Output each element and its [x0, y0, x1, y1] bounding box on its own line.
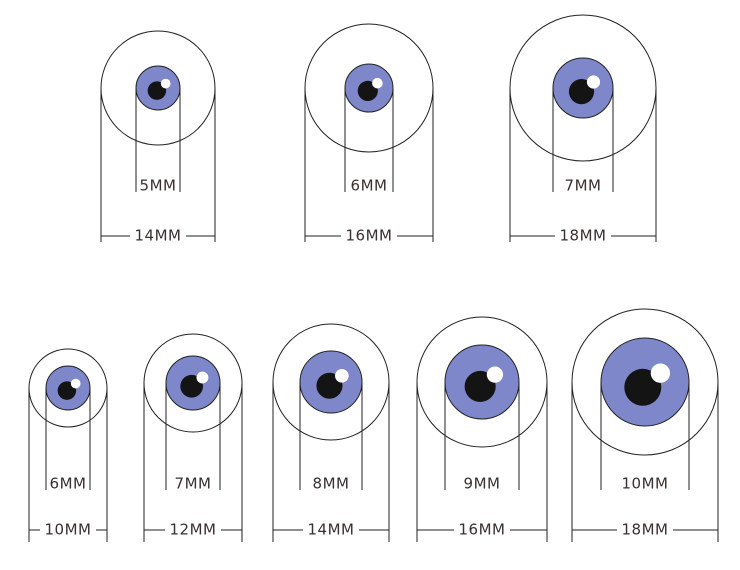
eye-figure: 5MM 14MM [100, 30, 216, 245]
eye-figure: 6MM 10MM [28, 348, 108, 542]
total-size-label: 14MM [135, 227, 182, 245]
total-size-label: 16MM [346, 227, 393, 245]
iris-size-label: 8MM [313, 475, 350, 493]
highlight-circle [335, 368, 349, 383]
total-size-label: 18MM [560, 227, 607, 245]
iris-size-label: 7MM [175, 475, 212, 493]
iris-size-label: 5MM [140, 177, 177, 195]
total-size-label: 16MM [459, 521, 506, 539]
highlight-circle [486, 366, 504, 383]
eye-figure: 6MM 16MM [304, 23, 434, 245]
highlight-circle [160, 78, 171, 89]
eye-figure: 8MM 14MM [272, 323, 390, 542]
eye-figure: 7MM 18MM [509, 14, 657, 245]
total-size-label: 10MM [45, 521, 92, 539]
highlight-circle [372, 77, 383, 89]
highlight-circle [586, 75, 601, 89]
eye-figure: 7MM 12MM [143, 333, 243, 542]
iris-size-label: 9MM [464, 475, 501, 493]
iris-size-label: 10MM [622, 475, 669, 493]
total-size-label: 12MM [170, 521, 217, 539]
iris-size-label: 7MM [565, 177, 602, 195]
eye-figure: 10MM 18MM [571, 308, 719, 542]
highlight-circle [70, 378, 81, 389]
total-size-label: 18MM [622, 521, 669, 539]
eye-figure: 9MM 16MM [416, 316, 548, 542]
total-size-label: 14MM [308, 521, 355, 539]
highlight-circle [196, 371, 209, 384]
iris-size-label: 6MM [50, 475, 87, 493]
iris-size-label: 6MM [351, 177, 388, 195]
highlight-circle [650, 363, 671, 383]
